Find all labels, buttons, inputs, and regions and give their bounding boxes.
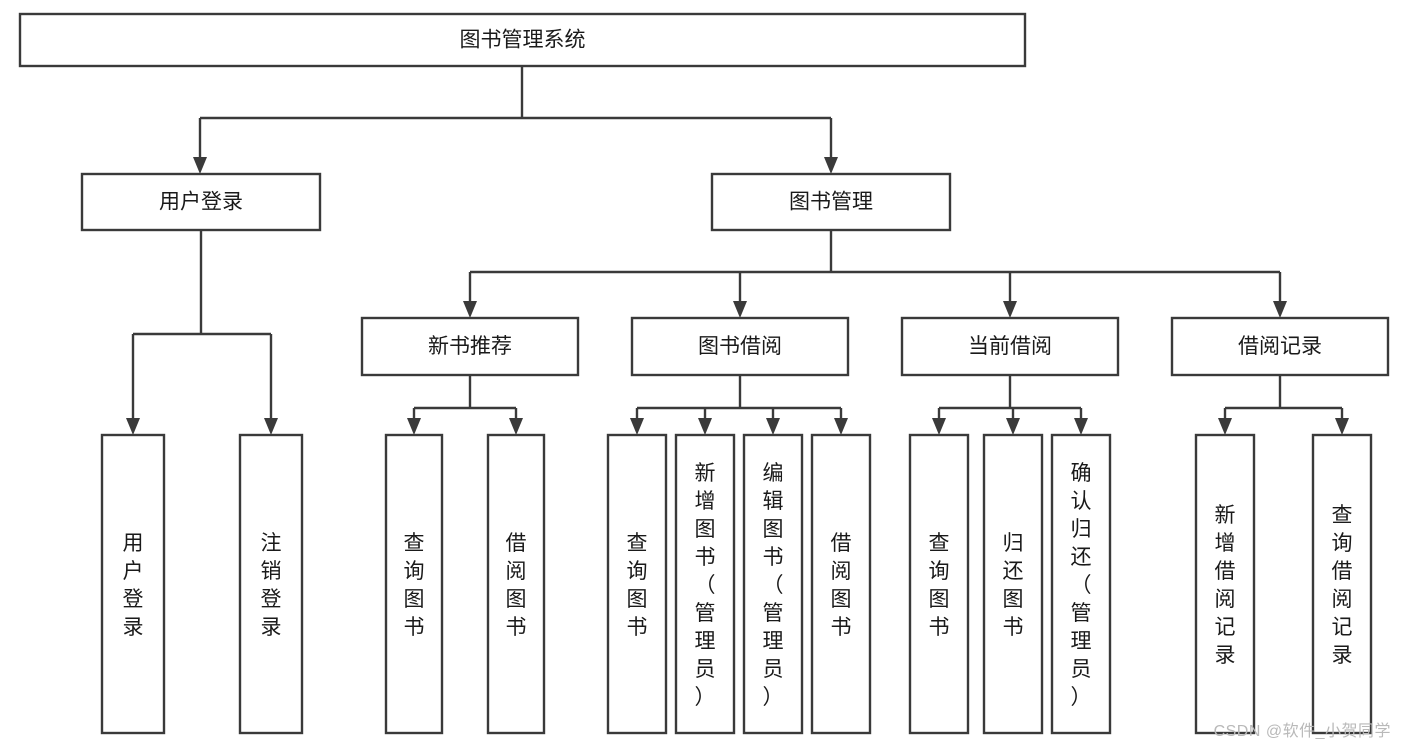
user-login-to-leaf-user-login-arrowhead <box>126 418 140 435</box>
node-leaf-borrow-book-borrow[interactable]: 借阅图书 <box>810 433 872 735</box>
new-book-recommend-to-leaf-borrow-book-rec-arrowhead <box>509 418 523 435</box>
new-book-recommend-to-leaf-query-book-rec-arrowhead <box>407 418 421 435</box>
node-leaf-query-book-rec[interactable]: 查询图书 <box>384 433 444 735</box>
book-manage-to-new-book-recommend-arrowhead <box>463 301 477 318</box>
node-leaf-user-login-label: 用户登录 <box>123 532 144 639</box>
node-leaf-logout[interactable]: 注销登录 <box>238 433 304 735</box>
node-leaf-query-borrow-record-box[interactable] <box>1311 433 1373 735</box>
node-leaf-borrow-book-rec[interactable]: 借阅图书 <box>486 433 546 735</box>
node-leaf-borrow-book-borrow-label: 借阅图书 <box>831 532 852 639</box>
node-new-book-recommend-label: 新书推荐 <box>428 335 512 358</box>
node-leaf-query-book-current-box[interactable] <box>908 433 970 735</box>
node-leaf-add-borrow-record-label: 新增借阅记录 <box>1215 504 1236 667</box>
current-borrow-to-leaf-return-book-arrowhead <box>1006 418 1020 435</box>
book-borrow-to-leaf-edit-book-admin-arrowhead <box>766 418 780 435</box>
node-leaf-logout-label: 注销登录 <box>261 532 282 639</box>
node-leaf-add-borrow-record-box[interactable] <box>1194 433 1256 735</box>
node-leaf-return-book-box[interactable] <box>982 433 1044 735</box>
borrow-record-to-leaf-add-borrow-record-arrowhead <box>1218 418 1232 435</box>
book-borrow-to-leaf-borrow-book-borrow-arrowhead <box>834 418 848 435</box>
node-leaf-query-book-current-label: 查询图书 <box>929 532 950 639</box>
node-leaf-logout-box[interactable] <box>238 433 304 735</box>
node-leaf-query-book-borrow-label: 查询图书 <box>627 532 648 639</box>
node-current-borrow-label: 当前借阅 <box>968 335 1052 358</box>
node-leaf-query-book-borrow[interactable]: 查询图书 <box>606 433 668 735</box>
node-new-book-recommend[interactable]: 新书推荐 <box>360 316 580 377</box>
node-root-system[interactable]: 图书管理系统 <box>18 12 1027 68</box>
node-leaf-user-login-box[interactable] <box>100 433 166 735</box>
book-borrow-to-leaf-add-book-admin-arrowhead <box>698 418 712 435</box>
node-current-borrow[interactable]: 当前借阅 <box>900 316 1120 377</box>
node-leaf-edit-book-admin[interactable]: 编辑图书（管理员） <box>742 433 804 735</box>
node-leaf-confirm-return-admin-label: 确认归还（管理员） <box>1071 462 1092 709</box>
node-layer: 图书管理系统用户登录图书管理新书推荐图书借阅当前借阅借阅记录用户登录注销登录查询… <box>18 12 1390 735</box>
book-manage-to-current-borrow-arrowhead <box>1003 301 1017 318</box>
node-leaf-query-book-rec-box[interactable] <box>384 433 444 735</box>
book-manage-to-borrow-record-arrowhead <box>1273 301 1287 318</box>
node-new-book-recommend-box[interactable] <box>360 316 580 377</box>
node-leaf-return-book-label: 归还图书 <box>1003 532 1024 639</box>
node-borrow-record[interactable]: 借阅记录 <box>1170 316 1390 377</box>
current-borrow-to-leaf-confirm-return-admin-arrowhead <box>1074 418 1088 435</box>
node-leaf-query-borrow-record-label: 查询借阅记录 <box>1332 504 1353 667</box>
node-user-login[interactable]: 用户登录 <box>80 172 322 232</box>
borrow-record-to-leaf-query-borrow-record-arrowhead <box>1335 418 1349 435</box>
node-user-login-box[interactable] <box>80 172 322 232</box>
node-book-borrow[interactable]: 图书借阅 <box>630 316 850 377</box>
current-borrow-to-leaf-query-book-current-arrowhead <box>932 418 946 435</box>
node-user-login-label: 用户登录 <box>159 191 243 214</box>
node-current-borrow-box[interactable] <box>900 316 1120 377</box>
book-borrow-to-leaf-query-book-borrow-arrowhead <box>630 418 644 435</box>
root-to-user-login-arrowhead <box>193 157 207 174</box>
node-leaf-query-book-current[interactable]: 查询图书 <box>908 433 970 735</box>
node-leaf-add-borrow-record[interactable]: 新增借阅记录 <box>1194 433 1256 735</box>
node-leaf-query-book-rec-label: 查询图书 <box>404 532 425 639</box>
node-leaf-edit-book-admin-box[interactable] <box>742 433 804 735</box>
root-to-book-manage-arrowhead <box>824 157 838 174</box>
node-book-manage[interactable]: 图书管理 <box>710 172 952 232</box>
node-leaf-confirm-return-admin-box[interactable] <box>1050 433 1112 735</box>
node-leaf-add-book-admin-label: 新增图书（管理员） <box>695 462 716 709</box>
node-leaf-query-book-borrow-box[interactable] <box>606 433 668 735</box>
node-leaf-query-borrow-record[interactable]: 查询借阅记录 <box>1311 433 1373 735</box>
node-leaf-borrow-book-borrow-box[interactable] <box>810 433 872 735</box>
node-leaf-confirm-return-admin[interactable]: 确认归还（管理员） <box>1050 433 1112 735</box>
node-leaf-borrow-book-rec-label: 借阅图书 <box>506 532 527 639</box>
csdn-watermark: CSDN @软件_小贺同学 <box>1213 723 1391 740</box>
connector-layer <box>126 66 1349 435</box>
node-leaf-edit-book-admin-label: 编辑图书（管理员） <box>763 462 784 709</box>
node-leaf-return-book[interactable]: 归还图书 <box>982 433 1044 735</box>
node-book-manage-label: 图书管理 <box>789 191 873 214</box>
user-login-to-leaf-logout-arrowhead <box>264 418 278 435</box>
node-root-system-label: 图书管理系统 <box>460 29 586 52</box>
node-borrow-record-label: 借阅记录 <box>1238 335 1322 358</box>
node-root-system-box[interactable] <box>18 12 1027 68</box>
book-manage-to-book-borrow-arrowhead <box>733 301 747 318</box>
node-book-manage-box[interactable] <box>710 172 952 232</box>
node-leaf-add-book-admin[interactable]: 新增图书（管理员） <box>674 433 736 735</box>
node-borrow-record-box[interactable] <box>1170 316 1390 377</box>
node-leaf-user-login[interactable]: 用户登录 <box>100 433 166 735</box>
node-book-borrow-label: 图书借阅 <box>698 335 782 358</box>
node-leaf-add-book-admin-box[interactable] <box>674 433 736 735</box>
node-book-borrow-box[interactable] <box>630 316 850 377</box>
node-leaf-borrow-book-rec-box[interactable] <box>486 433 546 735</box>
